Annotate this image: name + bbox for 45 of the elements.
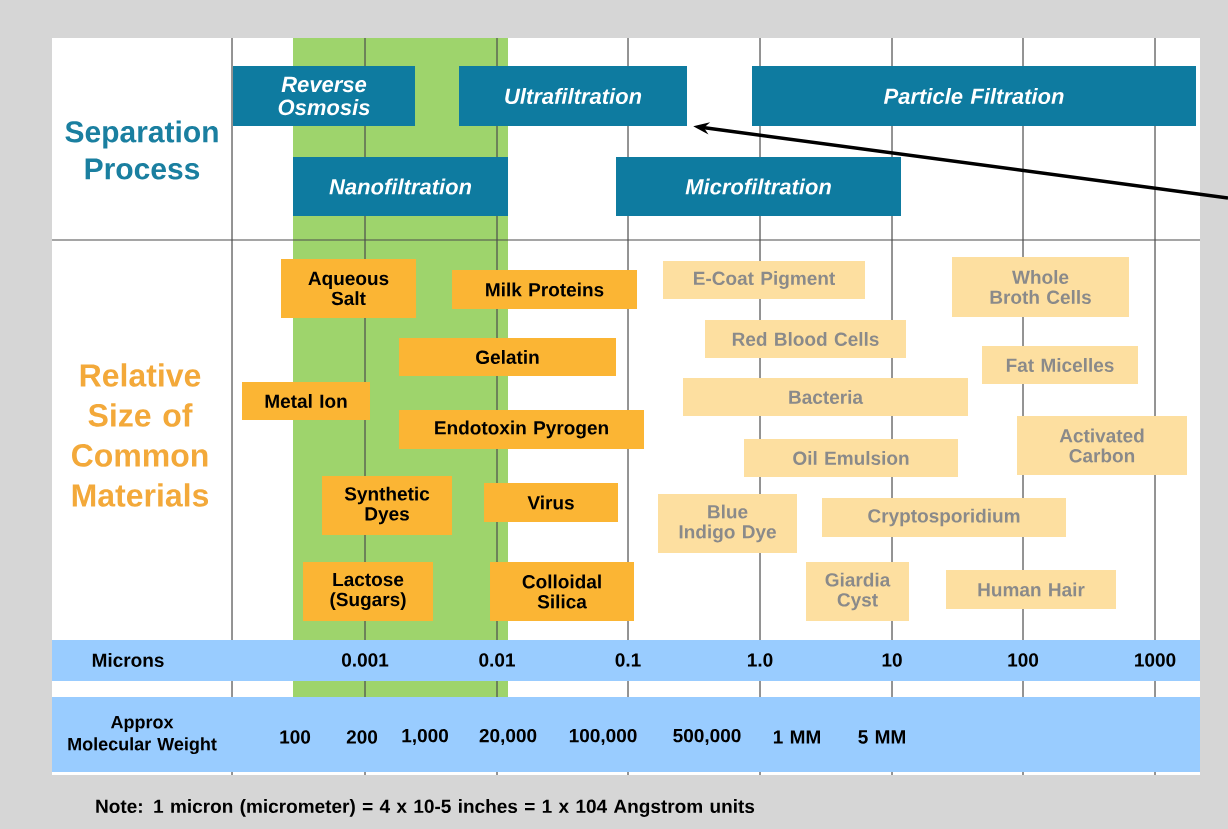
tick-label: 20,000 bbox=[479, 728, 537, 746]
process-box: Particle Filtration bbox=[752, 66, 1196, 126]
material-box: Aqueous Salt bbox=[281, 259, 416, 318]
tick-label: 500,000 bbox=[673, 728, 741, 746]
material-box: Blue Indigo Dye bbox=[658, 494, 797, 553]
tick-label: 1 MM bbox=[773, 730, 820, 744]
material-box: Bacteria bbox=[683, 378, 968, 416]
process-box: Reverse Osmosis bbox=[233, 66, 415, 126]
tick-label: 10 bbox=[882, 653, 902, 667]
note-text: Note: 1 micron (micrometer) = 4 x 10-5 inches = 1 x 104 Angstrom units bbox=[96, 799, 755, 817]
material-box: Giardia Cyst bbox=[806, 562, 909, 621]
section-heading: Relative Size of Common Materials bbox=[72, 363, 209, 507]
material-box: Milk Proteins bbox=[452, 270, 637, 309]
tick-label: 200 bbox=[346, 730, 378, 744]
tick-label: 1000 bbox=[1135, 653, 1176, 667]
axis-label: Microns bbox=[92, 653, 164, 667]
material-box: Synthetic Dyes bbox=[322, 476, 452, 535]
material-box: Gelatin bbox=[399, 338, 616, 376]
material-box: Metal Ion bbox=[242, 382, 370, 420]
material-box: Lactose (Sugars) bbox=[303, 562, 433, 621]
tick-label: 100 bbox=[1008, 653, 1039, 667]
material-box: Red Blood Cells bbox=[705, 320, 906, 358]
process-box: Microfiltration bbox=[616, 157, 901, 216]
material-box: Fat Micelles bbox=[982, 346, 1138, 384]
material-box: Colloidal Silica bbox=[490, 562, 634, 621]
tick-label: 1.0 bbox=[748, 653, 773, 667]
tick-label: 0.01 bbox=[479, 653, 515, 667]
material-box: E-Coat Pigment bbox=[663, 261, 865, 299]
material-box: Endotoxin Pyrogen bbox=[399, 410, 644, 449]
tick-label: 0.001 bbox=[342, 653, 389, 667]
material-box: Oil Emulsion bbox=[744, 439, 958, 477]
tick-label: 100 bbox=[280, 730, 311, 744]
material-box: Human Hair bbox=[946, 570, 1116, 609]
process-box: Ultrafiltration bbox=[459, 66, 687, 126]
axis-label: Approx Molecular Weight bbox=[68, 715, 217, 755]
process-box: Nanofiltration bbox=[293, 157, 508, 216]
section-heading: Separation Process bbox=[65, 120, 218, 180]
tick-label: 5 MM bbox=[858, 730, 905, 744]
tick-label: 1,000 bbox=[402, 728, 448, 746]
material-box: Cryptosporidium bbox=[822, 498, 1066, 537]
material-box: Activated Carbon bbox=[1017, 416, 1187, 475]
material-box: Virus bbox=[484, 483, 618, 522]
tick-label: 0.1 bbox=[615, 653, 641, 667]
tick-label: 100,000 bbox=[569, 728, 637, 746]
material-box: Whole Broth Cells bbox=[952, 257, 1129, 317]
